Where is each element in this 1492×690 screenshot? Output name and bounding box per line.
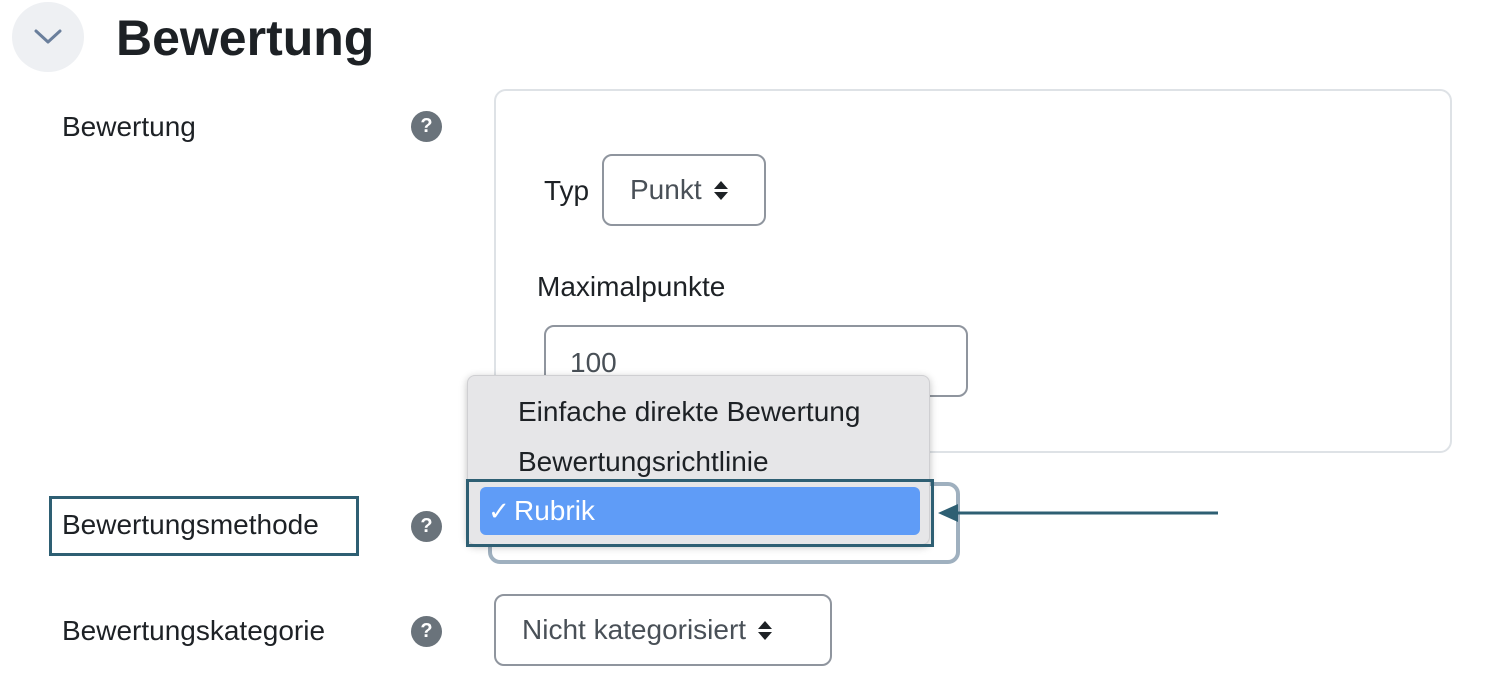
help-icon[interactable]: ?	[411, 511, 442, 542]
select-arrows-icon	[758, 620, 773, 640]
type-select[interactable]: Punkt	[602, 154, 766, 226]
dropdown-option-rubric-label: Rubrik	[514, 495, 595, 526]
check-icon: ✓	[488, 495, 510, 526]
annotation-arrow-icon	[938, 504, 1218, 522]
chevron-down-icon	[34, 29, 62, 44]
grade-label: Bewertung	[62, 111, 196, 142]
dropdown-option-guide[interactable]: Bewertungsrichtlinie	[518, 446, 769, 477]
grading-method-label: Bewertungsmethode	[62, 509, 319, 540]
grading-method-dropdown: Einfache direkte Bewertung Bewertungsric…	[467, 375, 930, 545]
dropdown-option-simple[interactable]: Einfache direkte Bewertung	[518, 396, 861, 427]
max-points-value: 100	[570, 347, 617, 378]
selected-option-highlight	[466, 479, 934, 547]
grade-category-select[interactable]: Nicht kategorisiert	[494, 594, 832, 666]
help-icon[interactable]: ?	[411, 111, 442, 142]
max-points-label: Maximalpunkte	[537, 271, 726, 302]
help-icon[interactable]: ?	[411, 616, 442, 647]
section-title: Bewertung	[116, 10, 375, 66]
collapse-section-button[interactable]	[12, 2, 84, 72]
grade-category-label: Bewertungskategorie	[62, 615, 326, 646]
dropdown-option-rubric[interactable]: ✓ Rubrik	[480, 487, 920, 535]
type-select-value: Punkt	[630, 174, 702, 205]
grade-category-value: Nicht kategorisiert	[522, 614, 747, 645]
select-arrows-icon	[713, 180, 728, 200]
type-label: Typ	[544, 175, 590, 206]
grade-fieldset	[494, 89, 1452, 453]
grading-method-label-highlight	[49, 496, 359, 556]
